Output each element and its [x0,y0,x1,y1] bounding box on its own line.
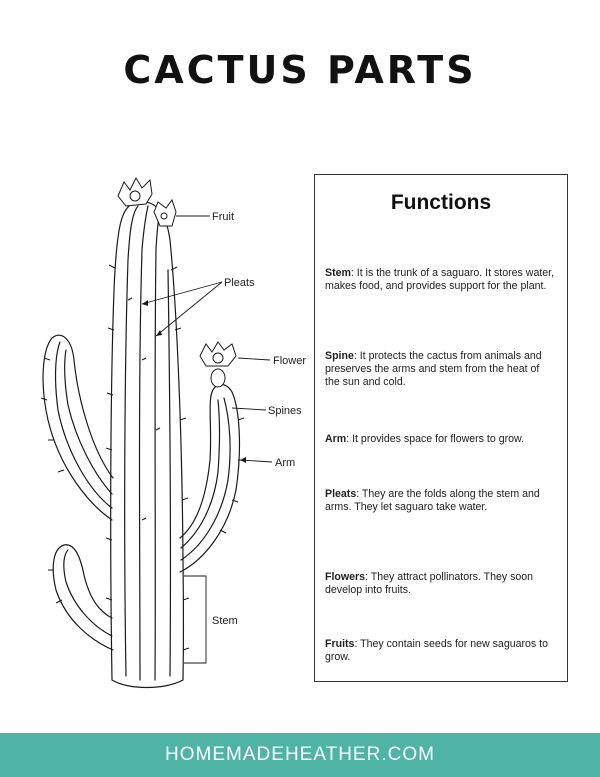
footer-site-link[interactable]: HOMEMADEHEATHER.COM [165,744,435,765]
label-arm: Arm [275,457,295,469]
function-text: It protects the cactus from animals and … [325,350,542,388]
flower-leader [237,357,271,361]
trunk-pleat-3 [154,211,161,681]
pleats-leader-2 [155,281,223,337]
function-stem: Stem: It is the trunk of a saguaro. It s… [325,267,555,292]
label-fruit: Fruit [212,211,234,223]
label-pleats: Pleats [224,277,255,289]
left-lower-arm-outline [52,544,114,651]
trunk-pleat-2 [138,205,149,681]
label-spines: Spines [268,405,302,417]
arm-bud [210,368,226,388]
function-pleats: Pleats: They are the folds along the ste… [325,488,540,513]
functions-heading: Functions [390,191,492,214]
top-flower-1-center [129,190,141,202]
function-spine: Spine: It protects the cactus from anima… [325,350,542,388]
trunk-outline [110,201,185,689]
page-title: CACTUS PARTS [123,48,477,92]
function-term: Arm [325,433,347,445]
fruit-center [160,212,168,220]
function-text: They are the folds along the stem and ar… [325,488,540,513]
right-arm-pleat-1 [180,397,231,561]
arm-flower-center [212,352,224,364]
spines-leader [231,407,267,411]
function-flowers: Flowers: They attract pollinators. They … [325,571,534,596]
trunk-pleat-1 [124,205,139,677]
function-term: Fruits [325,638,355,650]
trunk-pleat-4 [167,269,171,677]
pleats-leader-1 [141,281,223,305]
cactus-diagram: Fruit Pleats Flower Spines Arm Stem [40,176,306,689]
label-stem: Stem [212,615,238,627]
function-term: Flowers [325,571,366,583]
footer-banner: HOMEMADEHEATHER.COM [0,733,600,777]
left-arm-pleat-1 [54,341,113,509]
function-text: They contain seeds for new saguaros to g… [325,638,548,663]
left-lower-arm-pleat [63,549,113,637]
function-text: It is the trunk of a saguaro. It stores … [325,267,555,292]
function-text: They attract pollinators. They soon deve… [325,571,534,596]
function-term: Pleats [325,488,357,500]
right-arm-outline [179,383,241,573]
function-term: Spine [325,350,354,362]
functions-box: Functions Stem: It is the trunk of a sag… [314,174,568,682]
left-arm-pleat-2 [64,349,113,495]
right-arm-pleat-2 [180,399,221,549]
function-arm: Arm: It provides space for flowers to gr… [325,433,525,445]
function-text: It provides space for flowers to grow. [352,433,525,445]
label-flower: Flower [273,355,306,367]
left-arm-outline [42,334,114,521]
stem-bracket [184,575,207,664]
function-term: Stem [325,267,351,279]
function-fruits: Fruits: They contain seeds for new sagua… [325,638,548,663]
spines-group [40,264,245,651]
